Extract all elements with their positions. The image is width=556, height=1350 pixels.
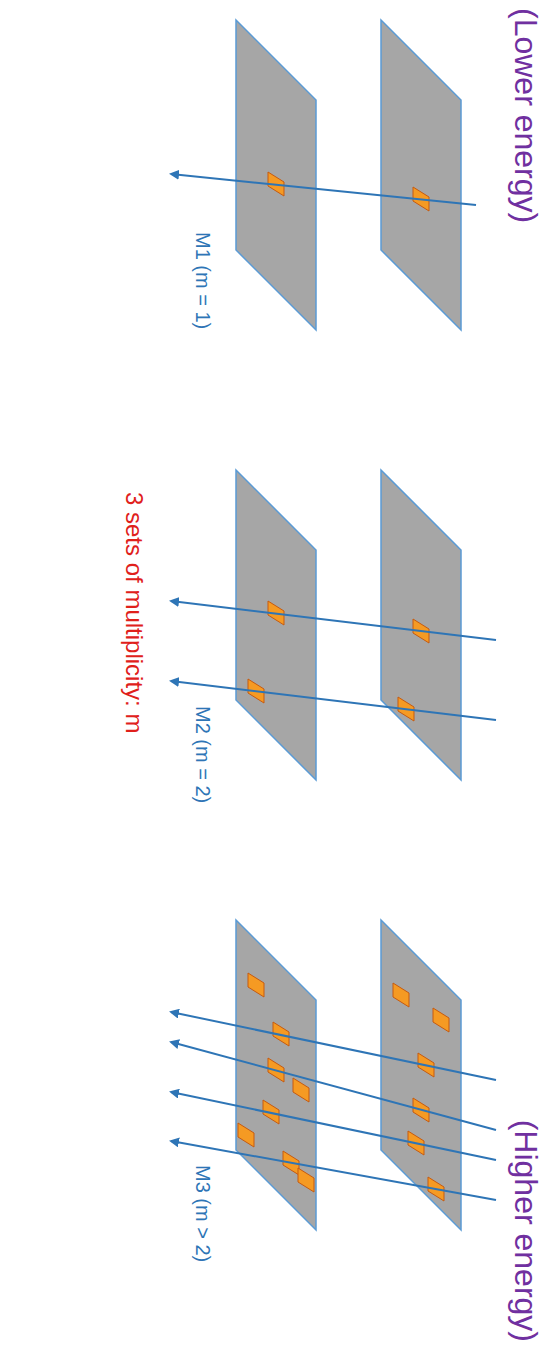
particle-track (171, 681, 496, 720)
particle-track (171, 1012, 496, 1080)
hit-pixel (248, 973, 264, 997)
detector-plane (236, 920, 316, 1230)
particle-track (171, 174, 476, 205)
detector-plane (236, 20, 316, 330)
particle-track (171, 1141, 496, 1200)
hit-pixel (433, 1008, 449, 1032)
energy-note: (Lower energy) (507, 8, 544, 223)
multiplicity-label: M2 (m = 2) (191, 706, 214, 803)
detector-plane (381, 470, 461, 780)
particle-track (171, 1042, 496, 1130)
hit-pixel (238, 1123, 254, 1147)
detector-plane (381, 920, 461, 1230)
energy-note: (Higher energy) (507, 1120, 544, 1342)
hit-pixel (393, 983, 409, 1007)
particle-track (171, 601, 496, 640)
multiplicity-label: M1 (m = 1) (191, 232, 214, 329)
caption-note: 3 sets of multiplicity: m (120, 492, 148, 733)
detector-plane (236, 470, 316, 780)
hit-pixel (293, 1078, 309, 1102)
multiplicity-label: M3 (m > 2) (191, 1165, 214, 1262)
hit-pixel (298, 1168, 314, 1192)
detector-plane (381, 20, 461, 330)
